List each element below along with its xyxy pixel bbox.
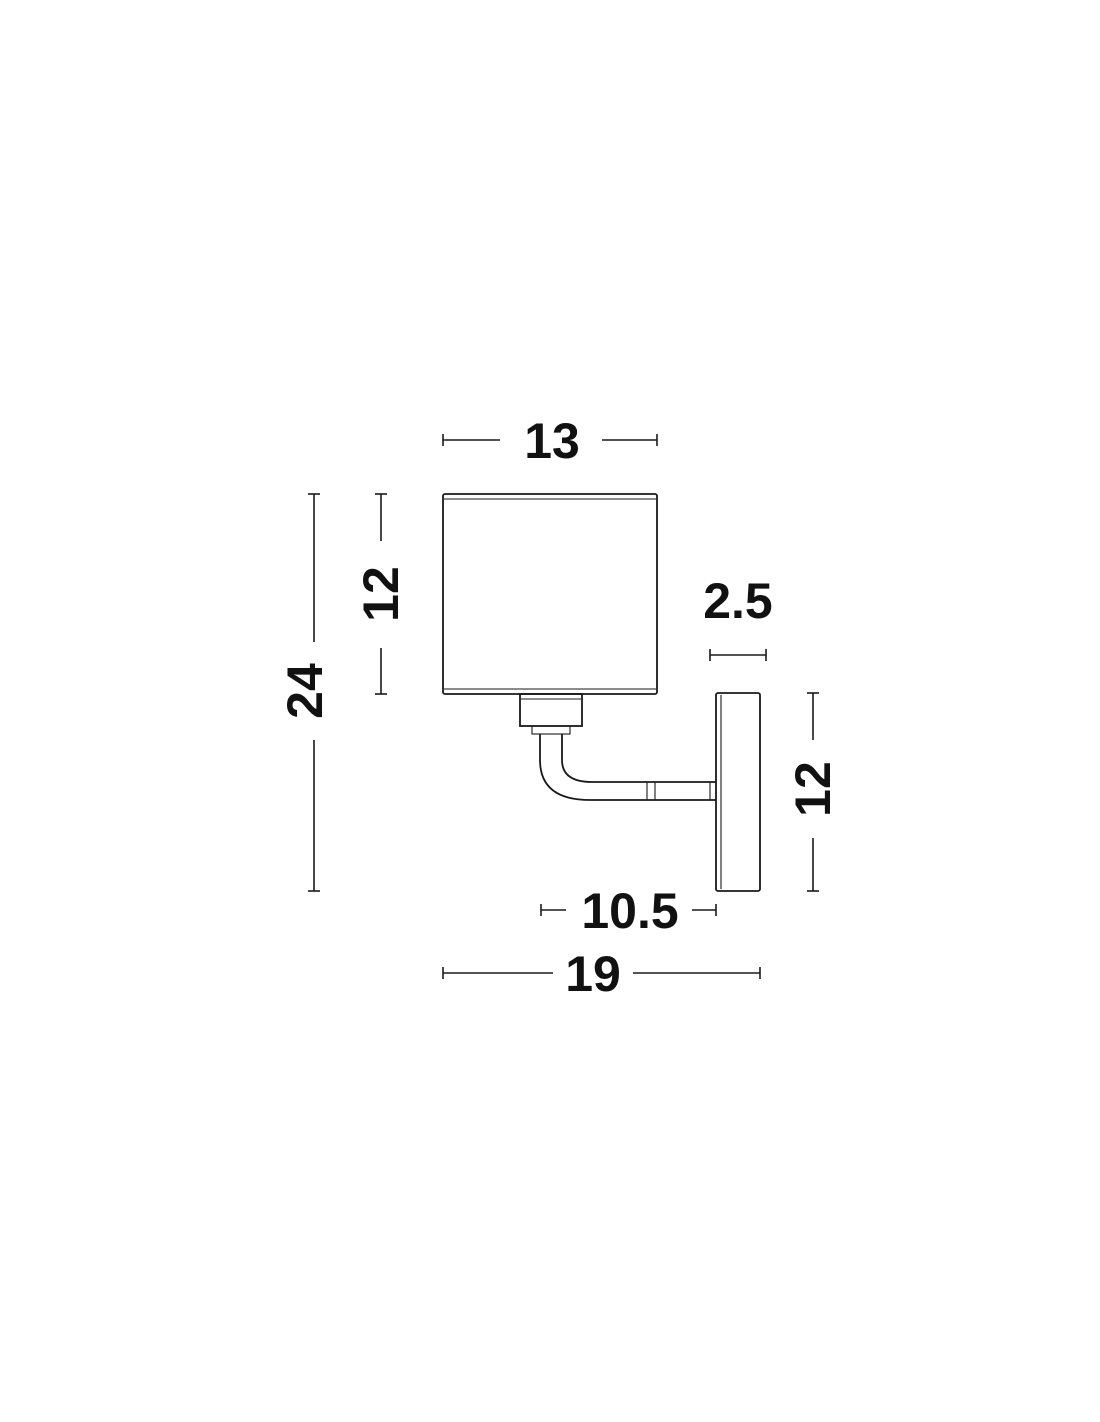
shade-height-dimension: 12 — [353, 493, 409, 695]
shade-width-label: 13 — [524, 413, 580, 469]
shade-height-label: 12 — [353, 566, 409, 622]
backplate-depth-label: 2.5 — [703, 573, 773, 629]
backplate-depth-dimension: 2.5 — [703, 573, 773, 661]
wall-backplate — [715, 692, 761, 892]
total-depth-dimension: 19 — [442, 946, 761, 1002]
wall-lamp-outline — [442, 493, 761, 892]
backplate-height-dimension: 12 — [785, 692, 841, 892]
total-height-label: 24 — [277, 663, 333, 719]
total-depth-label: 19 — [565, 946, 621, 1002]
total-height-dimension: 24 — [277, 493, 333, 892]
lamp-arm — [539, 734, 717, 801]
arm-projection-dimension: 10.5 — [540, 883, 717, 939]
shade-width-dimension: 13 — [442, 413, 658, 469]
arm-projection-label: 10.5 — [581, 883, 678, 939]
backplate-height-label: 12 — [785, 761, 841, 817]
lamp-socket — [519, 693, 583, 735]
lamp-shade — [442, 493, 658, 695]
